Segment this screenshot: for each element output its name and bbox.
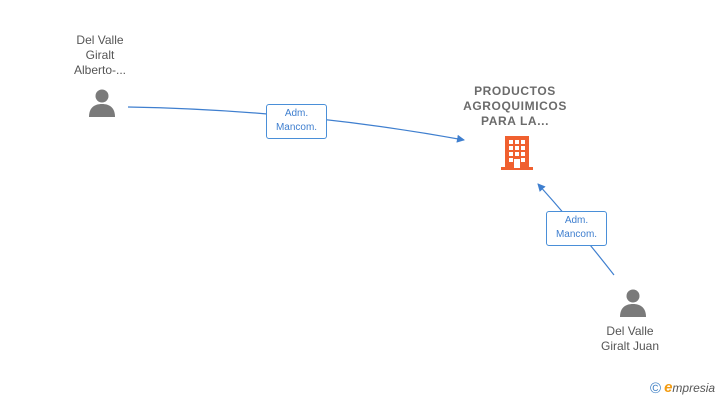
company-label-line-2: AGROQUIMICOS [463, 99, 567, 113]
person-1-label[interactable]: Del Valle Giralt Alberto-... [50, 33, 150, 78]
person-icon[interactable] [87, 88, 117, 118]
person-2-label-line-2: Giralt Juan [600, 339, 660, 353]
brand-logo-text: mpresia [672, 381, 716, 395]
person-1-label-line-1: Del Valle [76, 33, 124, 47]
company-label-line-3: PARA LA... [481, 114, 549, 128]
company-label-line-1: PRODUCTOS [474, 84, 556, 98]
copyright-icon: © [650, 380, 662, 397]
building-icon[interactable] [500, 135, 534, 171]
edge-2-label-line-1: Adm. [564, 215, 589, 226]
brand-logo-e: e [664, 379, 673, 396]
company-label[interactable]: PRODUCTOS AGROQUIMICOS PARA LA... [440, 84, 590, 129]
brand-logo: ©empresia [650, 379, 715, 397]
edge-1-label[interactable]: Adm. Mancom. [266, 104, 327, 139]
person-2-label-line-1: Del Valle [606, 324, 654, 338]
person-1-label-line-3: Alberto-... [73, 63, 127, 77]
edge-1-label-line-1: Adm. [284, 108, 309, 119]
person-icon[interactable] [618, 288, 648, 318]
edge-1-label-line-2: Mancom. [275, 122, 318, 133]
person-1-label-line-2: Giralt [85, 48, 115, 62]
edge-2-label[interactable]: Adm. Mancom. [546, 211, 607, 246]
person-2-label[interactable]: Del Valle Giralt Juan [580, 324, 680, 354]
edge-2-label-line-2: Mancom. [555, 229, 598, 240]
